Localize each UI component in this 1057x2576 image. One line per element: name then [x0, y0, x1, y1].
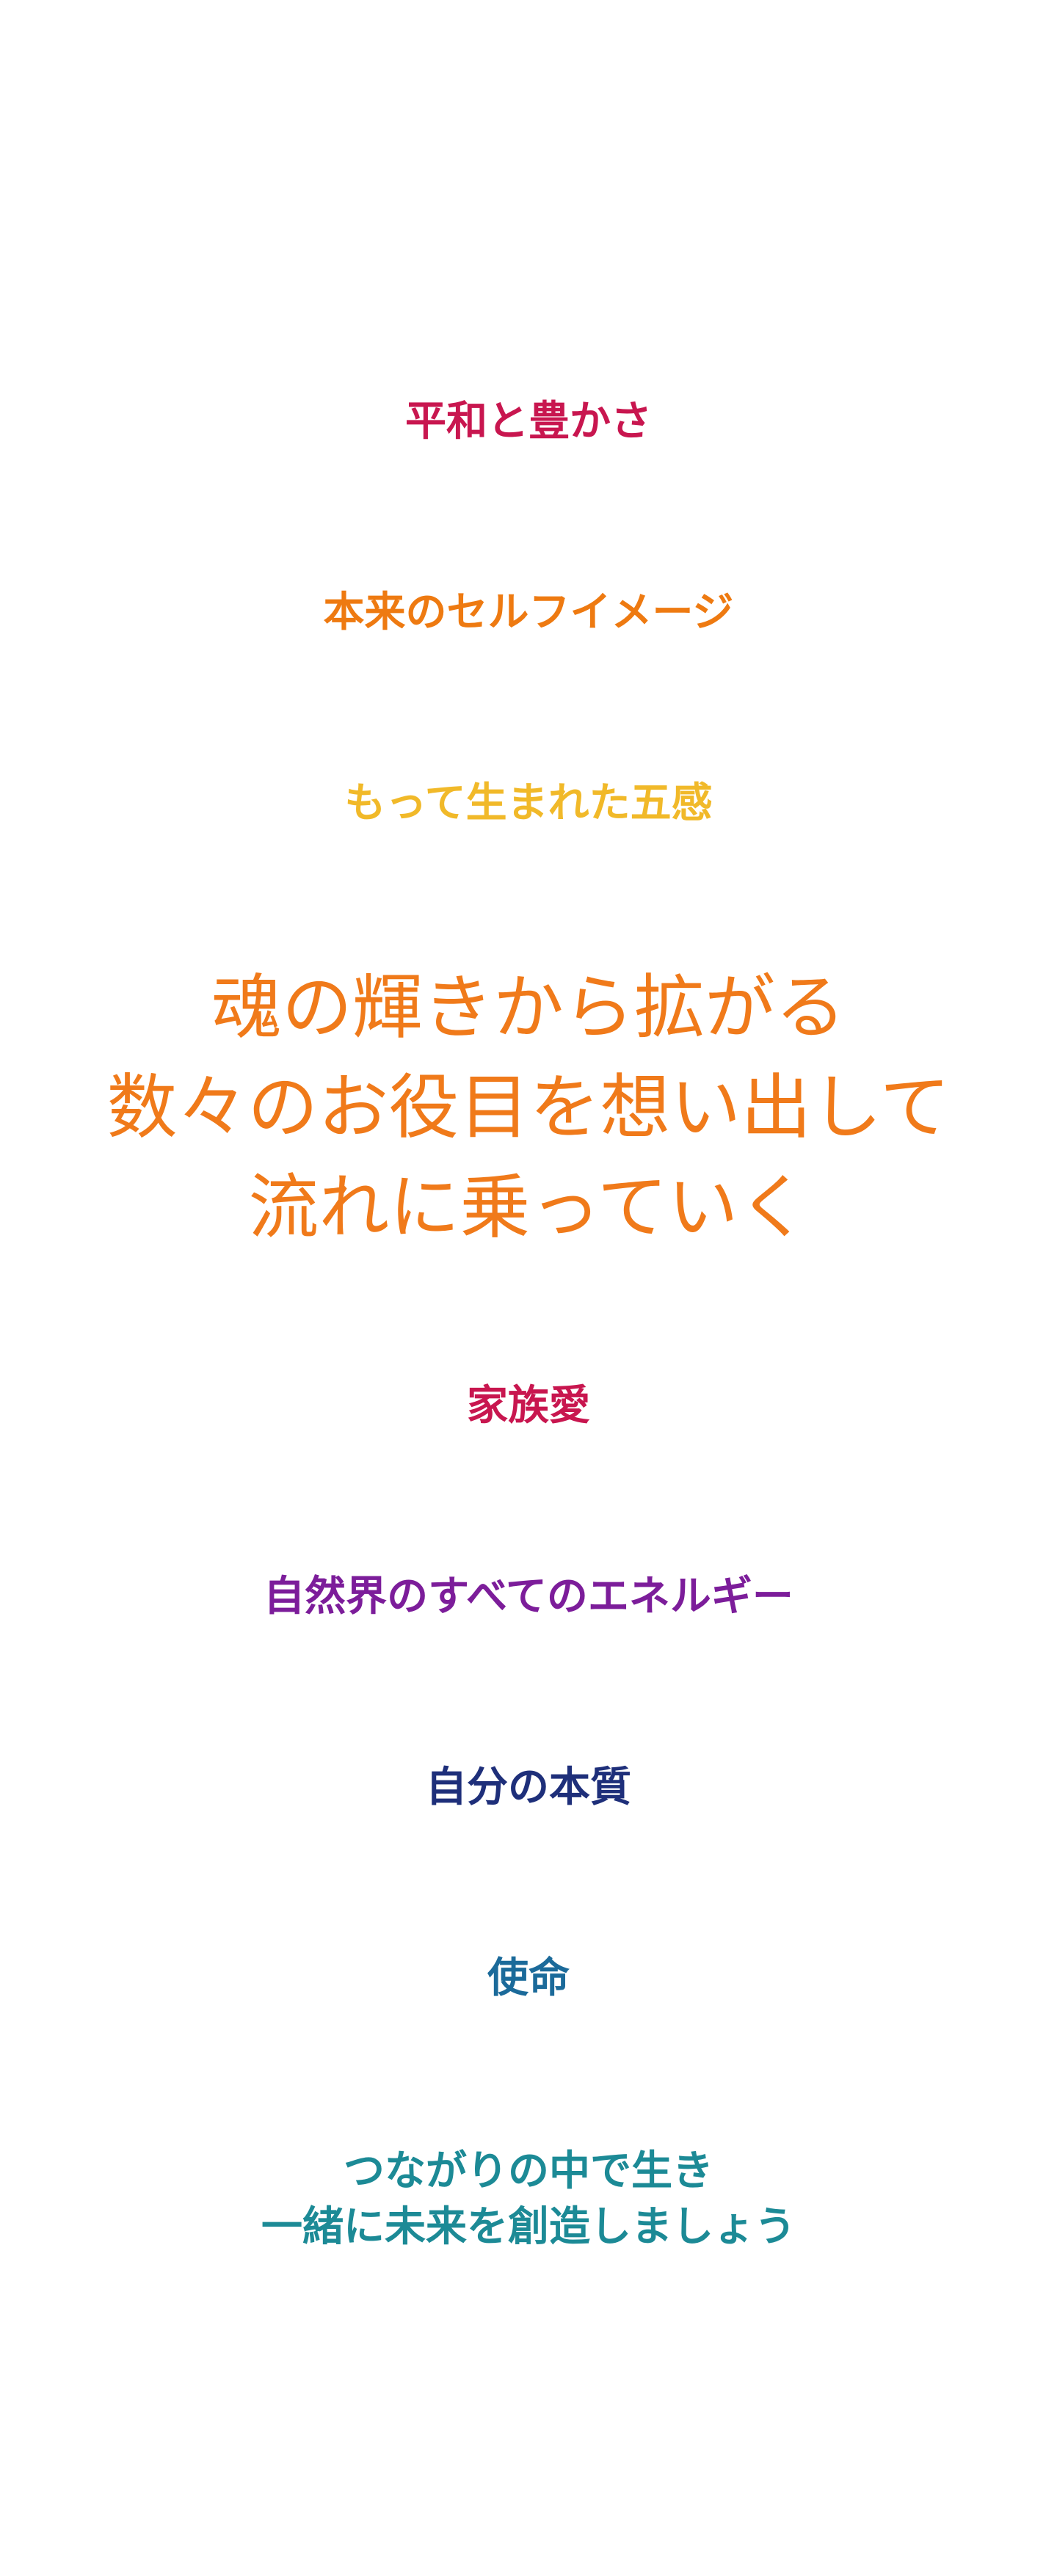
heading-true-self-image: 本来のセルフイメージ — [323, 588, 734, 636]
heading-peace-abundance: 平和と豊かさ — [405, 397, 652, 445]
main-message-line-3: 流れに乗っていく — [248, 1166, 809, 1248]
closing-message: つながりの中で生き 一緒に未来を創造しましょう — [0, 2143, 1057, 2255]
main-message-line-1: 魂の輝きから拡がる — [211, 967, 846, 1049]
heading-mission: 使命 — [487, 1954, 570, 2002]
heading-nature-energy: 自然界のすべてのエネルギー — [264, 1572, 793, 1620]
closing-message-line-1: つながりの中で生き — [344, 2147, 713, 2195]
closing-message-line-2: 一緒に未来を創造しましょう — [261, 2202, 796, 2251]
heading-five-senses: もって生まれた五感 — [344, 779, 713, 827]
main-message-line-2: 数々のお役目を想い出して — [106, 1066, 951, 1149]
main-message: 魂の輝きから拡がる 数々のお役目を想い出して 流れに乗っていく — [0, 958, 1057, 1257]
heading-true-nature: 自分の本質 — [426, 1763, 631, 1811]
heading-family-love: 家族愛 — [467, 1381, 590, 1430]
